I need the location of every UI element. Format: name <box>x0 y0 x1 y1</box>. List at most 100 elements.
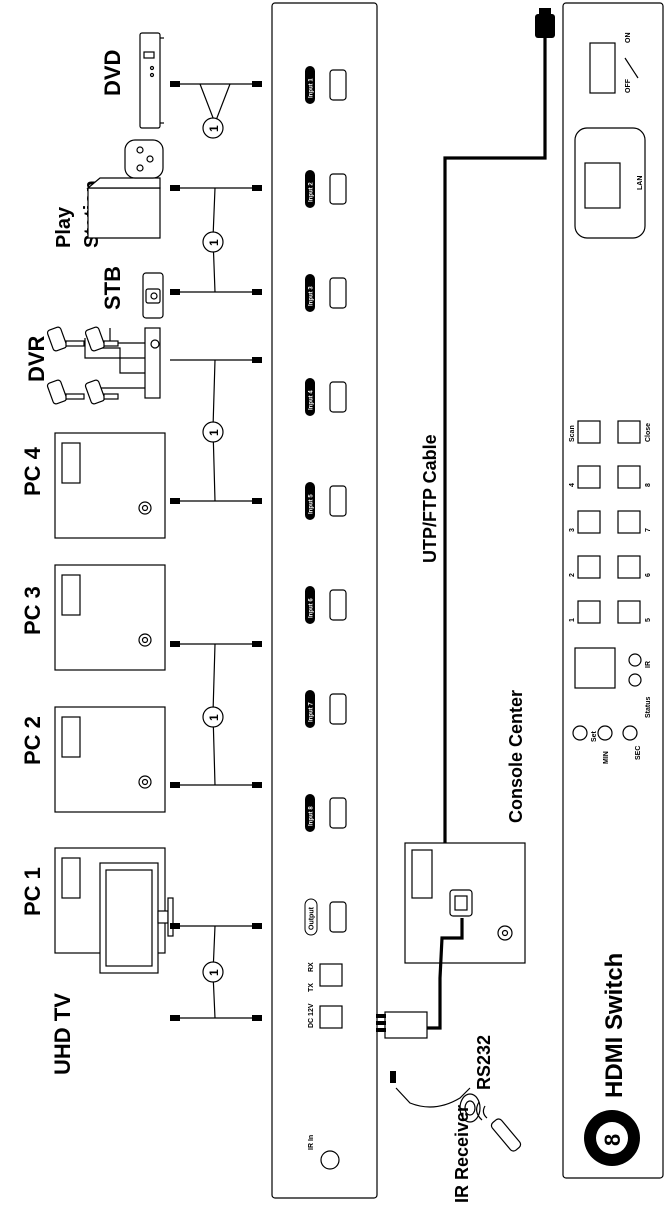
port-input6: Input 6 <box>305 586 347 624</box>
ir-receiver: IR Receiver <box>390 1071 522 1203</box>
svg-text:LAN: LAN <box>637 176 644 190</box>
stb-label: STB <box>100 266 125 310</box>
svg-text:1: 1 <box>207 239 221 246</box>
utp-cable: UTP/FTP Cable <box>420 8 555 908</box>
product-title: HDMI Switch <box>601 953 628 1098</box>
svg-text:8: 8 <box>600 1134 625 1146</box>
cable-input6 <box>170 641 262 647</box>
button-3[interactable]: 3 <box>569 510 601 534</box>
camera-icon-1 <box>46 326 85 352</box>
svg-text:RX: RX <box>308 962 315 972</box>
sec-button[interactable]: SEC <box>622 725 642 760</box>
uhd-tv-icon <box>99 862 174 974</box>
dvd-label: DVD <box>100 50 125 96</box>
time-buttons[interactable]: Set MIN SEC <box>572 725 642 764</box>
camera-icon-2 <box>84 326 119 352</box>
camera-icon-4 <box>84 379 119 405</box>
cable-marker-2: 1 <box>202 231 224 253</box>
button-1[interactable]: 1 <box>569 600 601 624</box>
svg-text:Input 7: Input 7 <box>309 702 315 722</box>
button-7[interactable]: 7 <box>617 510 652 534</box>
svg-text:Input 3: Input 3 <box>309 286 315 306</box>
svg-text:7: 7 <box>645 528 652 532</box>
svg-text:IR: IR <box>645 661 652 668</box>
button-5[interactable]: 5 <box>617 600 652 624</box>
cable-marker-4: 1 <box>202 706 224 728</box>
cable-markers: 1 1 1 1 1 <box>202 117 224 983</box>
svg-text:Input 5: Input 5 <box>309 494 315 514</box>
cable-input2 <box>170 185 262 191</box>
svg-text:1: 1 <box>207 125 221 132</box>
svg-text:Input 4: Input 4 <box>309 390 315 410</box>
svg-text:Set: Set <box>591 730 598 742</box>
cable-input5 <box>170 498 262 504</box>
button-2[interactable]: 2 <box>569 555 601 579</box>
svg-text:IR In: IR In <box>308 1135 315 1150</box>
cable-marker-1: 1 <box>202 117 224 139</box>
button-scan[interactable]: Scan <box>569 420 601 444</box>
switch-rear-panel: Input 1 Input 2 Input 3 Input 4 Input 5 … <box>271 2 378 1199</box>
brand-logo: 8 <box>584 1110 640 1166</box>
port-input7: Input 7 <box>305 690 347 728</box>
svg-text:2: 2 <box>569 573 576 577</box>
status-display: Status IR <box>574 647 652 718</box>
console-center-label: Console Center <box>506 690 526 823</box>
play-station-icon <box>86 139 164 239</box>
uhd-tv-label: UHD TV <box>50 993 75 1075</box>
dvr-icon <box>46 326 161 405</box>
svg-text:Output: Output <box>309 906 316 930</box>
svg-text:3: 3 <box>569 528 576 532</box>
pc3-icon <box>54 564 166 671</box>
lan-port: LAN <box>574 127 646 239</box>
button-6[interactable]: 6 <box>617 555 652 579</box>
svg-text:1: 1 <box>207 714 221 721</box>
svg-text:1: 1 <box>207 429 221 436</box>
pc1-label: PC 1 <box>20 867 45 916</box>
button-8[interactable]: 8 <box>617 465 652 489</box>
set-button[interactable]: Set <box>572 725 598 742</box>
svg-text:1: 1 <box>207 969 221 976</box>
pc4-label: PC 4 <box>20 446 45 496</box>
svg-text:1: 1 <box>569 618 576 622</box>
svg-text:6: 6 <box>645 573 652 577</box>
svg-text:4: 4 <box>569 483 576 487</box>
svg-text:Input 8: Input 8 <box>309 806 315 826</box>
button-close[interactable]: Close <box>617 420 652 444</box>
port-input5: Input 5 <box>305 482 347 520</box>
svg-text:Close: Close <box>645 423 652 442</box>
remote-control-icon <box>476 1101 522 1152</box>
port-input8: Input 8 <box>305 794 347 832</box>
console-center: Console Center <box>404 690 526 964</box>
cable-input1 <box>170 81 262 87</box>
port-input2: Input 2 <box>305 170 347 208</box>
port-input3: Input 3 <box>305 274 347 312</box>
svg-text:Input 6: Input 6 <box>309 598 315 618</box>
cable-marker-5: 1 <box>202 961 224 983</box>
dc-12v-jack: DC 12V TX RX <box>308 962 343 1029</box>
play-station-label-1: Play <box>53 206 75 248</box>
svg-text:Input 2: Input 2 <box>309 182 315 202</box>
svg-text:Scan: Scan <box>569 425 576 442</box>
button-grid[interactable]: 1 2 3 4 Scan 5 6 7 8 Close <box>569 420 652 624</box>
ir-in-jack: IR In <box>308 1135 340 1170</box>
svg-text:DC 12V: DC 12V <box>308 1003 315 1028</box>
rs232-cable: RS232 <box>376 889 494 1090</box>
stb-icon <box>142 272 164 319</box>
svg-text:Input 1: Input 1 <box>309 78 315 98</box>
button-4[interactable]: 4 <box>569 465 601 489</box>
pc2-label: PC 2 <box>20 716 45 765</box>
switch-front-panel: ON OFF LAN 1 2 3 4 Scan 5 6 7 8 C <box>562 2 664 1179</box>
min-button[interactable]: MIN <box>597 725 613 764</box>
utp-cable-label: UTP/FTP Cable <box>420 434 440 563</box>
cable-input7 <box>170 782 262 788</box>
svg-text:SEC: SEC <box>635 746 642 760</box>
port-input4: Input 4 <box>305 378 347 416</box>
svg-text:MIN: MIN <box>603 751 610 764</box>
port-output: Output <box>304 898 347 936</box>
power-switch[interactable]: ON OFF <box>589 33 639 94</box>
cable-input3 <box>170 289 262 295</box>
pc3-label: PC 3 <box>20 586 45 635</box>
dvr-label: DVR <box>24 335 49 382</box>
camera-icon-3 <box>46 379 85 405</box>
